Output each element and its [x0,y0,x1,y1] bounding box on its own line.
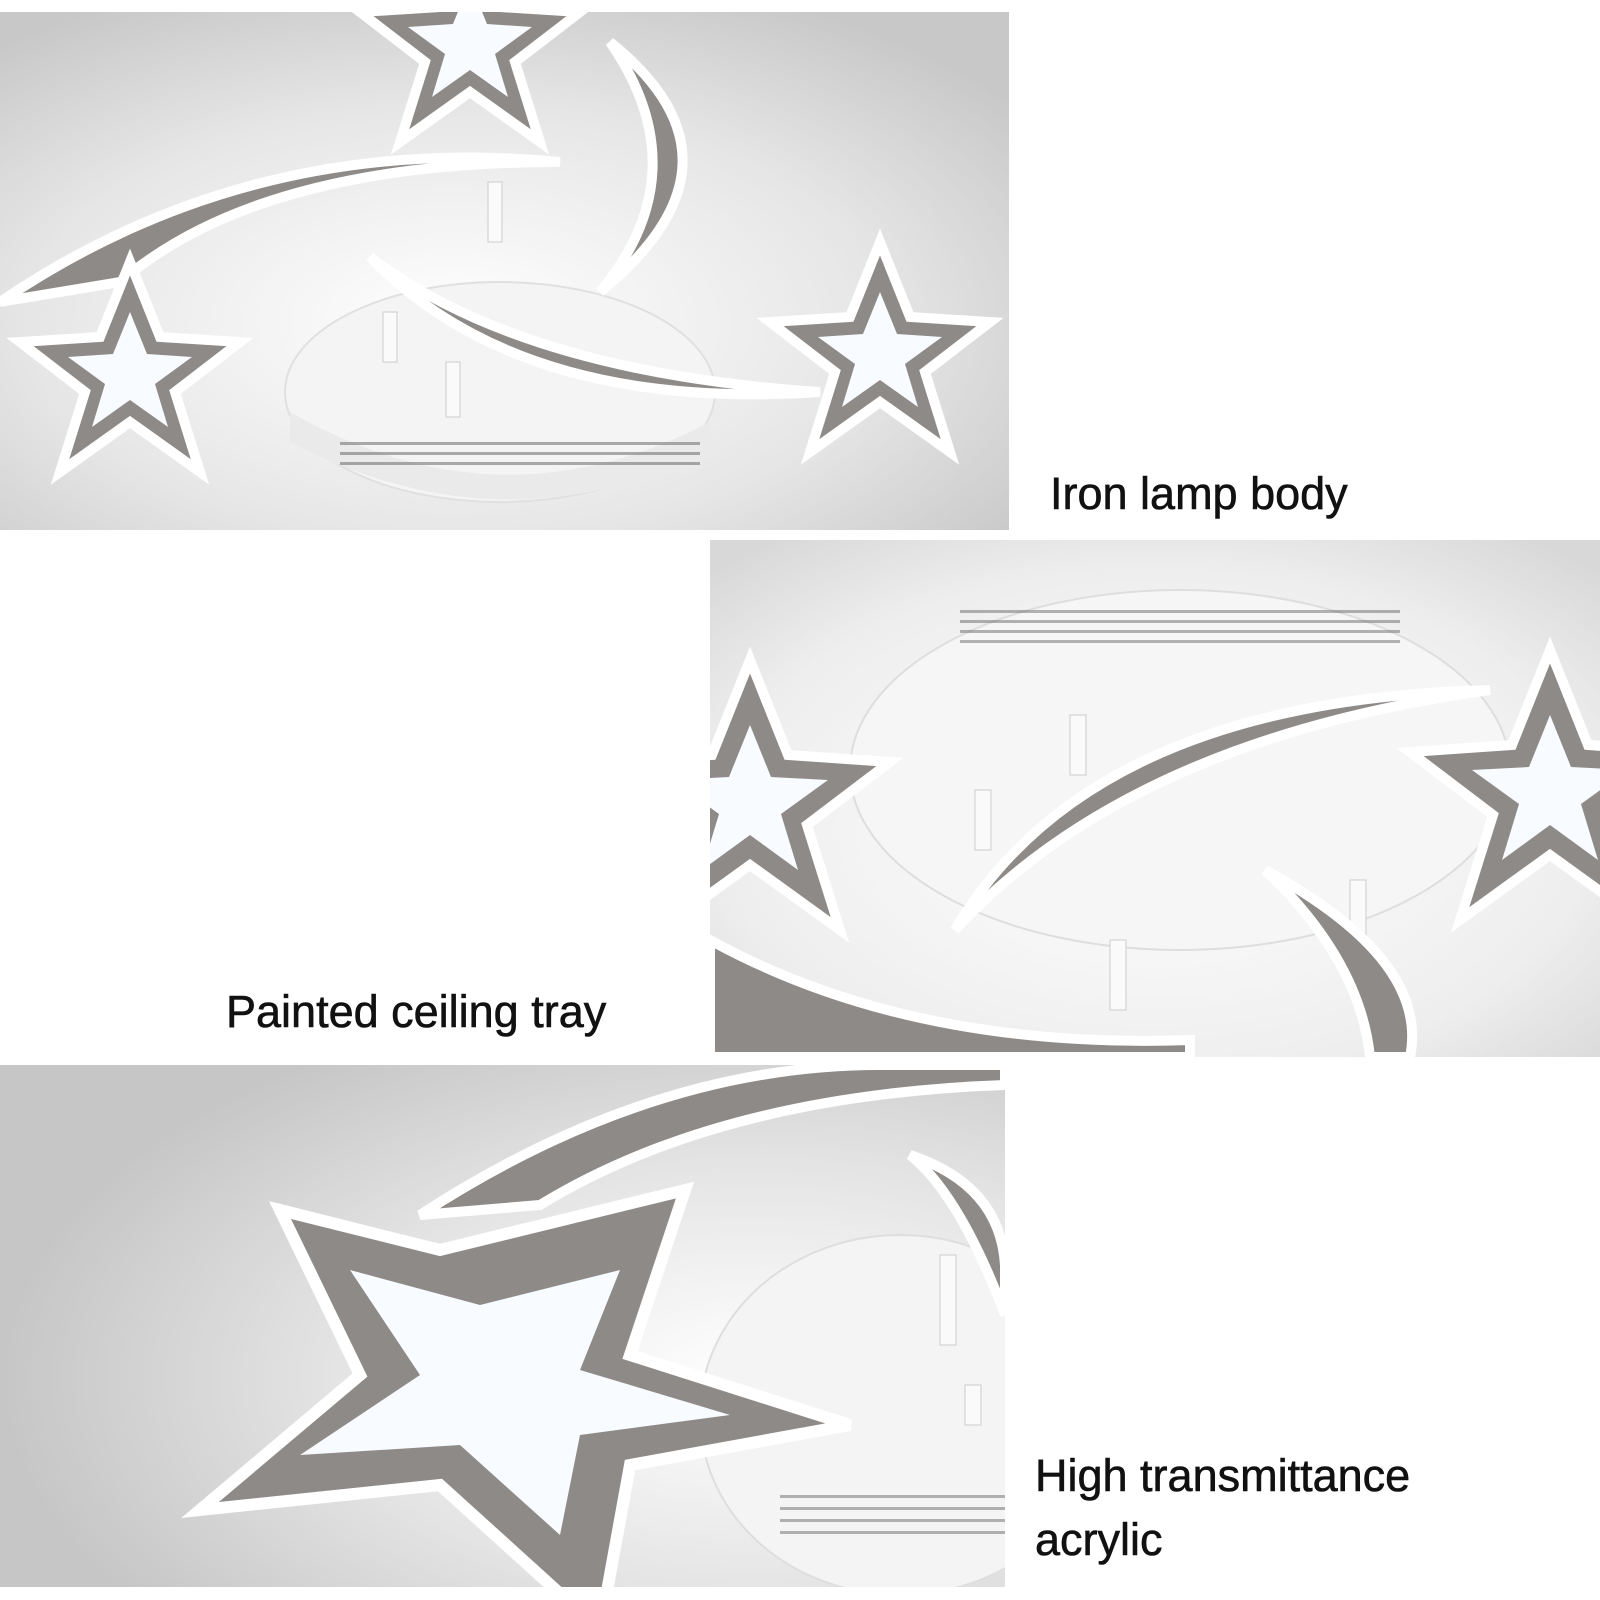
star-shape [6,248,254,485]
caption-iron-lamp-body: Iron lamp body [1050,468,1348,520]
lamp-base-side [290,412,710,500]
photo-high-transmittance-acrylic [0,1065,1005,1587]
caption-line-2: acrylic [1035,1514,1163,1566]
star-shape [756,228,1004,465]
crescent-moon-shape [0,152,561,307]
star-shape [181,1181,852,1587]
caption-line-1: High transmittance [1035,1450,1411,1502]
lamp-photo-svg-2 [710,540,1600,1057]
crescent-moon-shape [596,38,688,296]
star-shape [1396,636,1600,933]
crescent-moon-shape [710,934,1195,1057]
crescent-moon-shape [1261,865,1418,1057]
vent-holes [340,442,700,465]
crescent-moon-shape [950,685,1491,934]
lamp-photo-svg-3 [0,1065,1005,1587]
photo-iron-lamp-body [0,12,1009,530]
star-shape [710,646,904,943]
caption-painted-ceiling-tray: Painted ceiling tray [226,986,607,1038]
star-shape [351,12,589,155]
vent-holes [960,610,1400,643]
caption-high-transmittance-acrylic: High transmittance acrylic [1035,1444,1411,1572]
crescent-moon-shape [366,253,821,400]
vent-holes [780,1495,1005,1534]
lamp-photo-svg-1 [0,12,1009,530]
crescent-moon-shape [417,1065,1005,1220]
crescent-moon-shape [906,1150,1005,1317]
photo-painted-ceiling-tray [710,540,1600,1057]
